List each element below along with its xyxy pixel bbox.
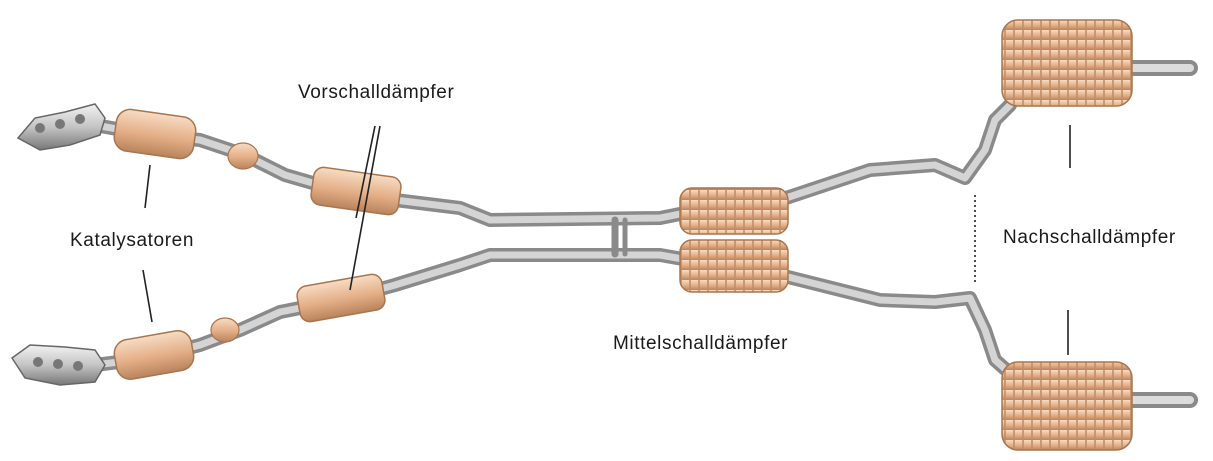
pre-muffler-upper — [310, 166, 402, 216]
catalytic-converter-upper — [112, 108, 197, 161]
catalytic-converter-lower-small — [211, 318, 239, 342]
leader-katalysator-upper — [145, 165, 150, 208]
rear-muffler-bottom — [1002, 362, 1132, 450]
label-mittelschalldaempfer: Mittelschalldämpfer — [613, 333, 788, 355]
center-muffler — [680, 188, 788, 292]
exhaust-manifold-upper — [18, 104, 105, 150]
catalytic-converter-lower — [112, 329, 196, 382]
leader-katalysator-lower — [143, 270, 152, 322]
label-vorschalldaempfer: Vorschalldämpfer — [298, 82, 454, 104]
rear-lower-pipe — [780, 275, 1012, 375]
label-nachschalldaempfer: Nachschalldämpfer — [1003, 227, 1176, 249]
catalytic-converter-upper-small — [228, 143, 258, 169]
rear-muffler-top — [1002, 20, 1132, 106]
pre-muffler-lower — [296, 273, 387, 323]
exhaust-manifold-lower — [12, 345, 105, 385]
label-katalysatoren: Katalysatoren — [70, 230, 194, 252]
